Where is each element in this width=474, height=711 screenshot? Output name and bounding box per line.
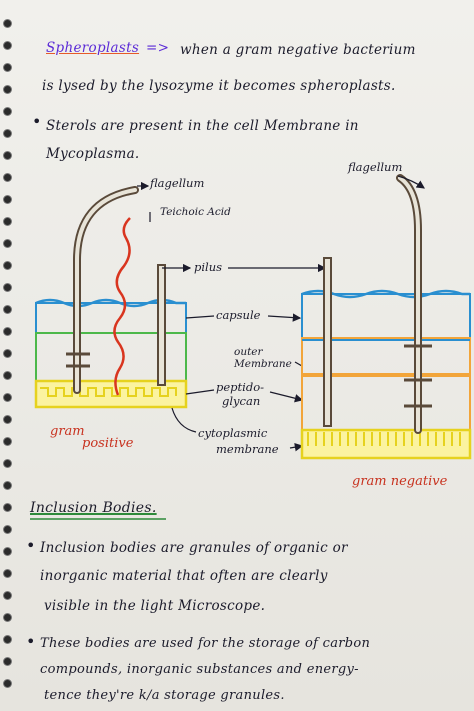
bullet-icon: • <box>32 112 42 131</box>
binding-hole <box>4 306 11 313</box>
label-pilus: pilus <box>194 260 223 274</box>
inclusion-b1-line2: inorganic material that often are clearl… <box>40 568 328 584</box>
bullet-icon: • <box>26 632 36 651</box>
inclusion-b1-line1: Inclusion bodies are granules of organic… <box>40 540 348 556</box>
binding-hole <box>4 614 11 621</box>
binding-hole <box>4 482 11 489</box>
label-teichoic-acid: Teichoic Acid <box>160 206 231 218</box>
label-gram-positive-2: positive <box>82 436 134 451</box>
bullet-icon: • <box>26 536 36 555</box>
binding-hole <box>4 284 11 291</box>
binding-hole <box>4 680 11 687</box>
inclusion-b2-line1: These bodies are used for the storage of… <box>40 636 371 651</box>
binding-hole <box>4 416 11 423</box>
label-line <box>185 315 215 319</box>
pilus-left <box>157 264 166 386</box>
label-cytoplasmic-membrane-2: membrane <box>216 442 279 456</box>
label-outer-membrane-2: Membrane <box>234 358 292 370</box>
binding-hole <box>4 152 11 159</box>
label-line <box>294 361 303 367</box>
label-line <box>185 389 215 395</box>
binding-hole <box>4 174 11 181</box>
peptidoglycan-pattern <box>40 387 177 397</box>
label-cytoplasmic-membrane: cytoplasmic <box>198 426 268 440</box>
binding-hole <box>4 504 11 511</box>
gram-positive-wall <box>34 186 188 409</box>
label-line <box>171 407 197 433</box>
binding-hole <box>4 262 11 269</box>
binding-hole <box>4 20 11 27</box>
label-flagellum-right: flagellum <box>348 160 403 174</box>
binding-hole <box>4 372 11 379</box>
inclusion-b1-line3: visible in the light Microscope. <box>44 598 266 614</box>
spheroplasts-line1: when a gram negative bacterium <box>180 42 416 58</box>
label-gram-positive: gram <box>50 424 85 439</box>
binding-hole <box>4 108 11 115</box>
label-arrow <box>267 313 302 322</box>
label-flagellum-left: flagellum <box>150 176 205 190</box>
inclusion-bodies-heading: Inclusion Bodies. <box>30 500 157 516</box>
binding-hole <box>4 240 11 247</box>
binding-hole <box>4 196 11 203</box>
binding-hole <box>4 130 11 137</box>
spiral-binding <box>2 20 16 700</box>
binding-hole <box>4 42 11 49</box>
label-peptidoglycan: peptido- <box>216 380 264 394</box>
binding-hole <box>4 438 11 445</box>
sterols-line2: Mycoplasma. <box>46 146 140 162</box>
gram-negative-wall <box>300 174 472 460</box>
binding-hole <box>4 526 11 533</box>
flagellum-right-outer <box>396 174 422 434</box>
binding-hole <box>4 592 11 599</box>
label-gram-negative: gram negative <box>352 474 448 489</box>
spheroplasts-heading: Spheroplasts <box>46 40 140 56</box>
label-outer-membrane: outer <box>234 346 263 358</box>
binding-hole <box>4 548 11 555</box>
label-peptidoglycan-2: glycan <box>222 394 261 408</box>
binding-hole <box>4 570 11 577</box>
sterols-line1: Sterols are present in the cell Membrane… <box>46 118 359 134</box>
spheroplasts-line2: is lysed by the lysozyme it becomes sphe… <box>42 78 396 94</box>
inclusion-b2-line2: compounds, inorganic substances and ener… <box>40 662 359 677</box>
binding-hole <box>4 64 11 71</box>
binding-hole <box>4 460 11 467</box>
binding-hole <box>4 350 11 357</box>
flagellum-right-inner <box>398 176 420 432</box>
binding-hole <box>4 86 11 93</box>
label-arrow <box>289 443 304 452</box>
binding-hole <box>4 636 11 643</box>
label-arrow <box>269 391 304 403</box>
definition-arrow: => <box>146 40 170 56</box>
pilus-right <box>323 257 332 427</box>
binding-hole <box>4 218 11 225</box>
inclusion-b2-line3: tence they're k/a storage granules. <box>44 688 285 703</box>
binding-hole <box>4 328 11 335</box>
cytoplasmic-membrane <box>300 428 472 460</box>
teichoic-acid <box>113 217 131 396</box>
label-capsule: capsule <box>216 308 261 322</box>
flagellum-left-inner <box>75 188 137 392</box>
membrane-pattern <box>307 432 461 446</box>
binding-hole <box>4 658 11 665</box>
label-arrow <box>397 175 425 189</box>
binding-hole <box>4 394 11 401</box>
